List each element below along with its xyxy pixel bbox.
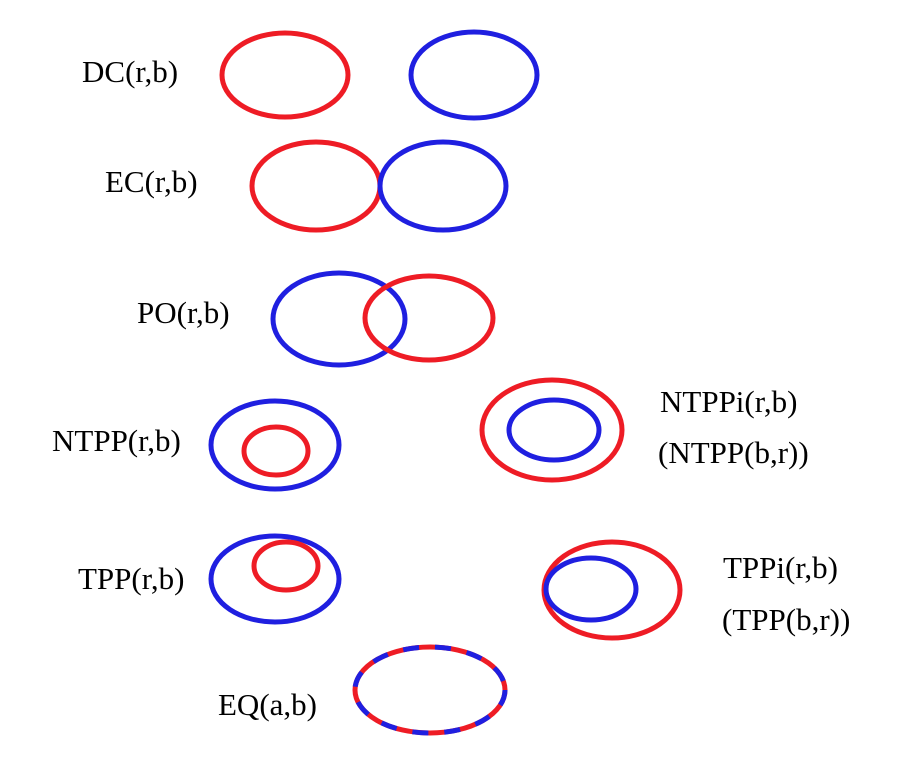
tpp-region-b [208,533,342,625]
ec-region-b [377,139,509,233]
eq-region-b [352,644,508,736]
ec-region-r [249,139,383,233]
ntpp-region-b [208,398,342,492]
tppi-region-r [541,539,683,641]
po-region-b [270,270,408,368]
ntppi-region-b [506,397,602,463]
ntppi-sublabel: (NTPP(b,r)) [658,435,809,470]
relation-tpp: TPP(r,b) [78,533,342,625]
eq-label: EQ(a,b) [218,687,317,722]
relation-ntpp: NTPP(r,b) [52,398,342,492]
relation-ec: EC(r,b) [105,139,509,233]
relation-dc: DC(r,b) [82,29,540,121]
po-region-r [362,273,496,363]
tpp-region-r [251,539,321,593]
dc-label: DC(r,b) [82,54,178,89]
tppi-region-b [543,555,639,623]
relation-eq: EQ(a,b) [218,644,508,736]
dc-region-r [219,30,351,120]
relation-po: PO(r,b) [137,270,496,368]
relation-ntppi: NTPPi(r,b) (NTPP(b,r)) [479,377,809,483]
tppi-label: TPPi(r,b) [723,550,838,585]
ntpp-label: NTPP(r,b) [52,423,181,458]
ntpp-region-r [241,424,311,478]
relation-tppi: TPPi(r,b) (TPP(b,r)) [541,539,850,641]
tpp-label: TPP(r,b) [78,561,184,596]
ntppi-label: NTPPi(r,b) [660,384,797,419]
dc-region-b [408,29,540,121]
tppi-sublabel: (TPP(b,r)) [722,602,850,637]
ec-label: EC(r,b) [105,164,198,199]
ntppi-region-r [479,377,625,483]
po-label: PO(r,b) [137,295,230,330]
